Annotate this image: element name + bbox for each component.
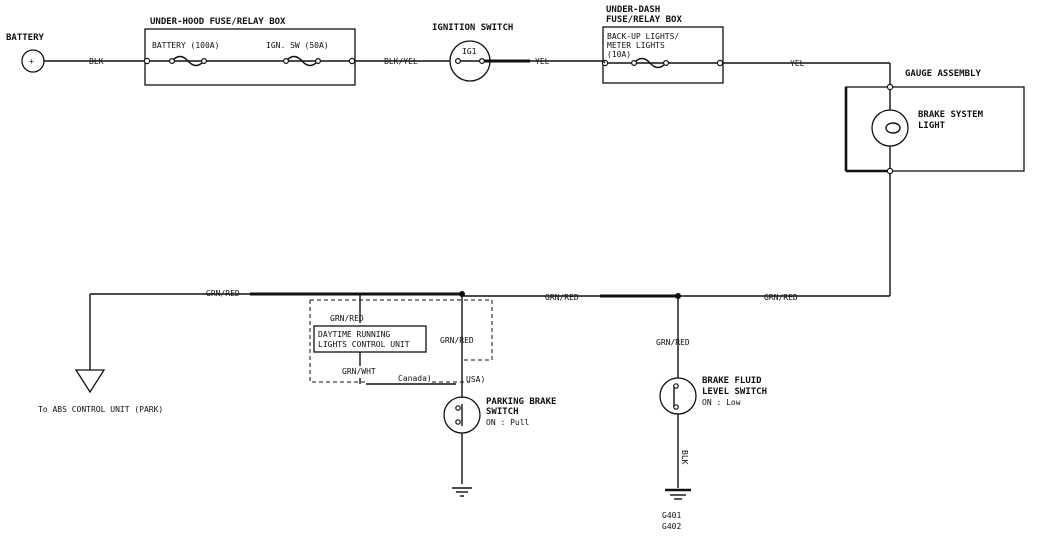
abs-arrow — [74, 369, 106, 394]
fluid-label-2: LEVEL SWITCH — [702, 387, 767, 397]
wire-label-yel-1: YEL — [535, 57, 550, 66]
brake-system-light-bulb — [871, 109, 909, 147]
wire-label-grn-red-fluid: GRN/RED — [656, 338, 690, 347]
backup-fuse-label-2: METER LIGHTS — [607, 41, 665, 50]
abs-label: To ABS CONTROL UNIT (PARK) — [38, 405, 163, 414]
fuse-backup-terminal-a — [630, 59, 637, 66]
drl-dashed-region — [309, 299, 493, 383]
underhood-fuse-box — [144, 28, 356, 86]
parking-label-3: ON : Pull — [486, 418, 530, 427]
battery-plus: + — [29, 57, 34, 66]
underhood-in-terminal — [143, 57, 151, 65]
parking-switch-terminal-a — [455, 405, 461, 411]
wire-label-blk-ground: BLK — [680, 450, 689, 465]
wire-label-blk-yel: BLK/YEL — [384, 57, 418, 66]
fuse-backup-terminal-b — [662, 59, 669, 66]
fluid-label-3: ON : Low — [702, 398, 741, 407]
drl-label-2: LIGHTS CONTROL UNIT — [318, 340, 410, 349]
fluid-ground-symbol — [665, 488, 691, 500]
parking-label-1: PARKING BRAKE — [486, 397, 556, 407]
underhood-title: UNDER-HOOD FUSE/RELAY BOX — [150, 17, 286, 27]
fuse-ign-label: IGN. SW (50A) — [266, 41, 329, 50]
fuse-ign-terminal-b — [315, 57, 322, 64]
wire-label-grn-red-left: GRN/RED — [206, 289, 240, 298]
bulb-filament — [885, 122, 901, 134]
underdash-in-wire — [602, 60, 606, 64]
parking-switch-terminal-b — [455, 419, 461, 425]
ground-label-g402: G402 — [662, 522, 681, 531]
parking-label-2: SWITCH — [486, 407, 519, 417]
underhood-out-terminal — [348, 57, 356, 65]
gauge-in-terminal — [886, 83, 894, 91]
gauge-assembly-label: GAUGE ASSEMBLY — [905, 69, 981, 79]
wire-label-blk: BLK — [89, 57, 104, 66]
fluid-switch-terminal-b — [673, 404, 679, 410]
fuse-ign-symbol — [285, 55, 319, 67]
fuse-battery-symbol — [171, 55, 205, 67]
brake-light-label-2: LIGHT — [918, 121, 946, 131]
wire-label-grn-red-mid: GRN/RED — [545, 293, 579, 302]
backup-fuse-label-3: (10A) — [607, 50, 631, 59]
drl-control-unit — [313, 325, 427, 353]
wire-label-grn-red-right: GRN/RED — [764, 293, 798, 302]
wire-label-grn-wht: GRN/WHT — [342, 367, 376, 376]
battery-label: BATTERY — [6, 33, 45, 43]
backup-fuse-label-1: BACK-UP LIGHTS/ — [607, 32, 679, 41]
wire-label-grn-red-drl: GRN/RED — [330, 314, 364, 323]
gauge-out-terminal — [886, 167, 894, 175]
ignition-terminal-in — [455, 57, 462, 64]
fuse-ign-terminal-a — [283, 57, 290, 64]
underdash-title-1: UNDER-DASH — [606, 5, 660, 15]
wire-label-grn-red-parking: GRN/RED — [440, 336, 474, 345]
fluid-label-1: BRAKE FLUID — [702, 376, 762, 386]
parking-ground-symbol — [452, 487, 472, 497]
ignition-terminal-out — [479, 57, 486, 64]
underdash-out-terminal — [716, 59, 724, 67]
fuse-battery-terminal-a — [169, 57, 176, 64]
ig1-label: IG1 — [462, 47, 477, 56]
fuse-battery-label: BATTERY (100A) — [152, 41, 219, 50]
ground-label-g401: G401 — [662, 511, 681, 520]
usa-label: USA) — [466, 375, 485, 384]
fuse-backup-symbol — [633, 57, 667, 69]
underdash-fuse-box — [602, 26, 724, 84]
drl-label-1: DAYTIME RUNNING — [318, 330, 390, 339]
underdash-title-2: FUSE/RELAY BOX — [606, 15, 682, 25]
brake-light-label-1: BRAKE SYSTEM — [918, 110, 984, 120]
fluid-switch-terminal-a — [673, 383, 679, 389]
wire-label-yel-2: YEL — [790, 59, 805, 68]
fuse-battery-terminal-b — [201, 57, 208, 64]
canada-label: Canada) — [398, 374, 432, 383]
ignition-switch-label: IGNITION SWITCH — [432, 23, 513, 33]
